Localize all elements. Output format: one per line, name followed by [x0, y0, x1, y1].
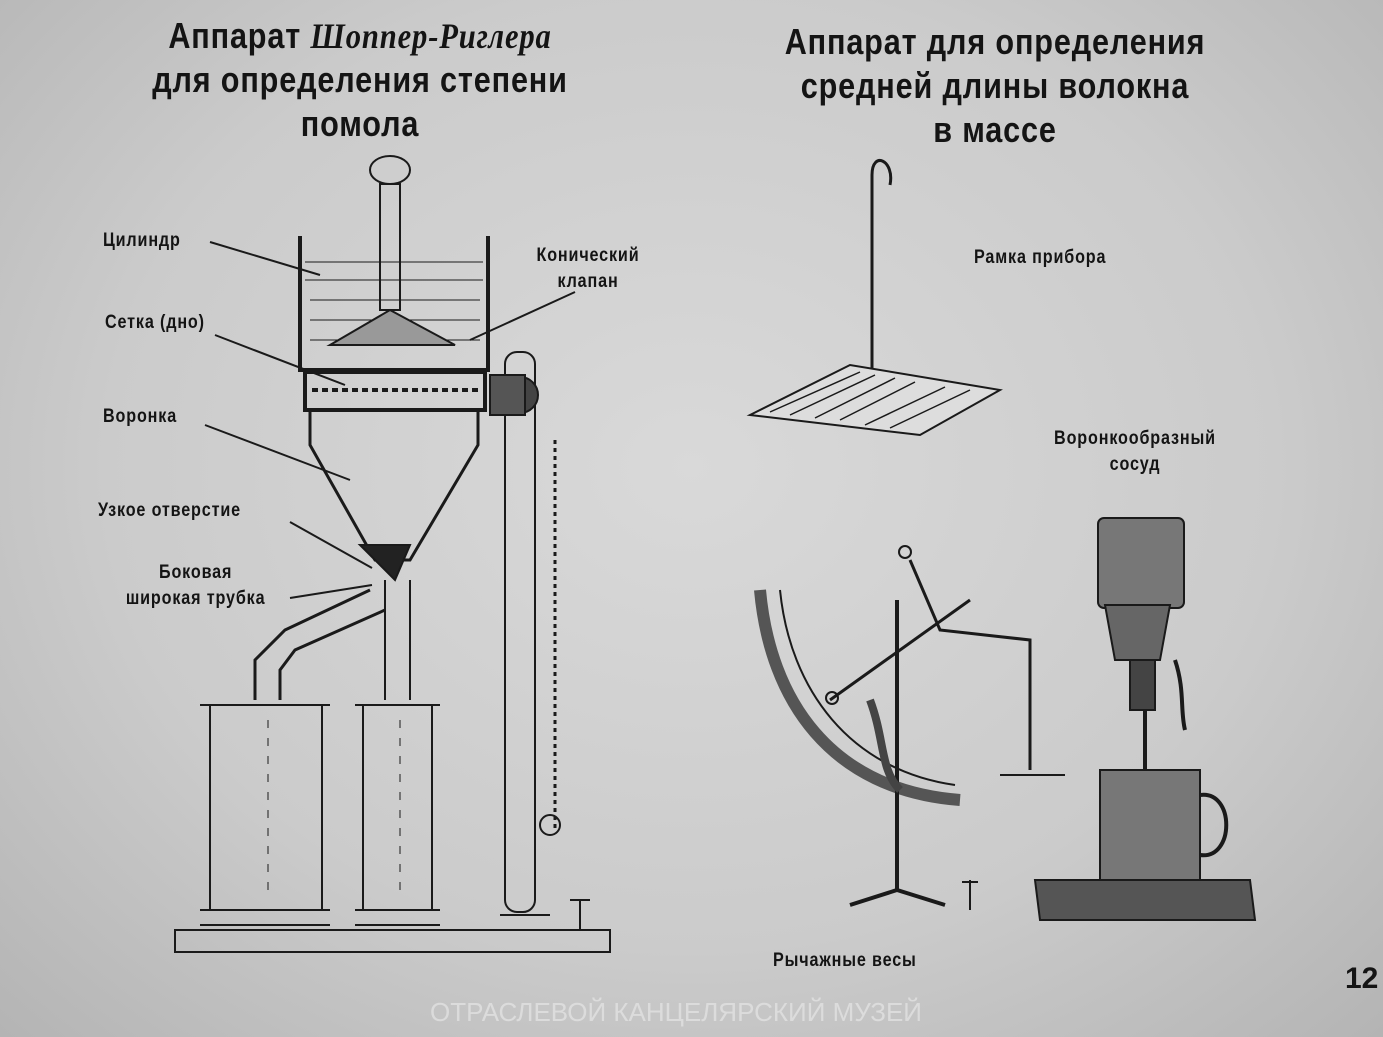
label-line: Конический: [536, 245, 640, 266]
label-narrow-opening: Узкое отверстие: [98, 500, 241, 521]
title-text: для определения степени: [152, 59, 568, 100]
label-funnel-vessel: Воронкообразный сосуд: [1033, 426, 1237, 478]
label-side-tube: Боковая широкая трубка: [100, 560, 291, 612]
title-text: средней длины волокна: [800, 65, 1190, 106]
title-text: в массе: [933, 109, 1057, 150]
left-title: Аппарат Шоппер-Риглера для определения с…: [105, 14, 615, 146]
label-cylinder: Цилиндр: [103, 230, 181, 251]
label-funnel: Воронка: [103, 406, 178, 427]
label-line: широкая трубка: [125, 588, 266, 609]
label-frame: Рамка прибора: [974, 247, 1107, 268]
label-mesh: Сетка (дно): [105, 312, 205, 333]
label-line: Воронкообразный: [1054, 428, 1216, 449]
label-conical-valve: Конический клапан: [520, 243, 656, 295]
right-title: Аппарат для определения средней длины во…: [744, 20, 1246, 152]
schopper-riegler-apparatus: [174, 155, 611, 953]
label-line: сосуд: [1109, 454, 1161, 475]
title-text: помола: [300, 103, 420, 144]
fiber-length-apparatus: [746, 159, 1257, 921]
page-number: 12: [1345, 962, 1379, 995]
label-line: клапан: [557, 271, 619, 292]
title-text: Аппарат: [168, 15, 302, 56]
title-text: Аппарат для определения: [784, 21, 1206, 62]
watermark: ОТРАСЛЕВОЙ КАНЦЕЛЯРСКИЙ МУЗЕЙ: [430, 997, 922, 1027]
title-italic: Шоппер-Риглера: [310, 16, 552, 56]
label-lever-scales: Рычажные весы: [773, 950, 917, 971]
label-line: Боковая: [158, 562, 233, 583]
